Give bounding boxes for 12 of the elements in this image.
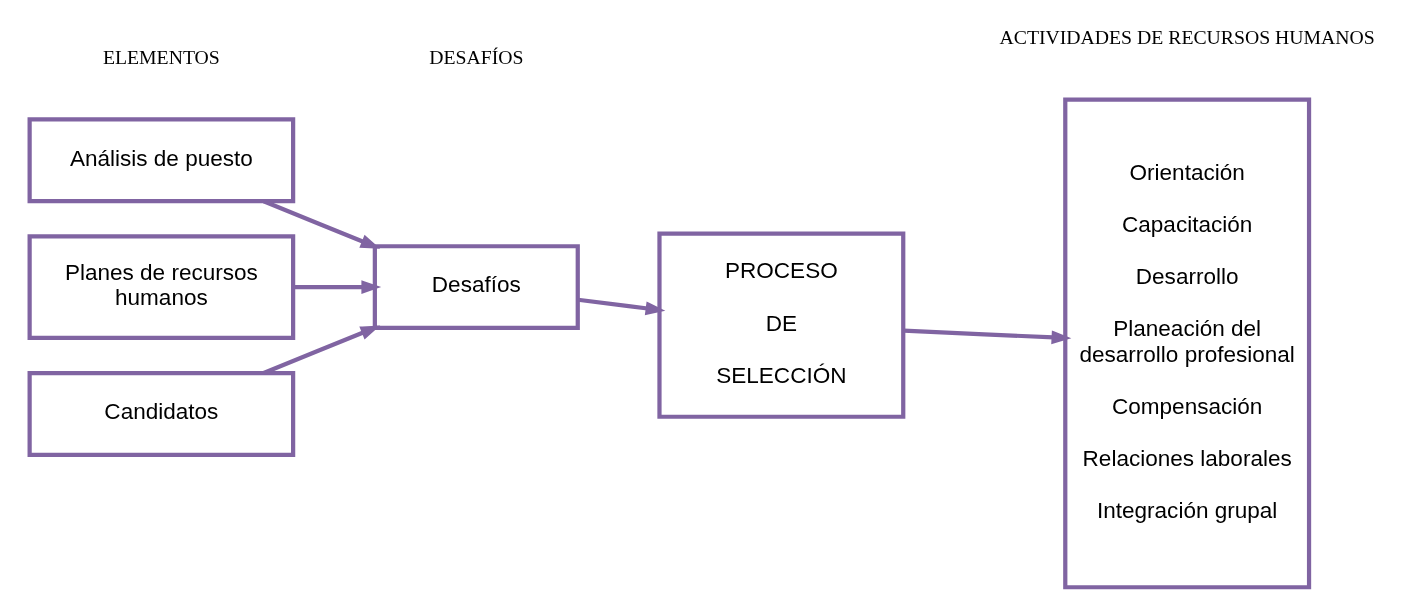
node-box: Candidatos bbox=[27, 370, 296, 457]
arrow bbox=[903, 328, 1072, 345]
arrow bbox=[293, 280, 382, 295]
label: ACTIVIDADES DE RECURSOS HUMANOS bbox=[999, 26, 1375, 49]
node-box: Desafíos bbox=[372, 244, 580, 331]
arrow bbox=[577, 297, 666, 316]
node-box: PROCESO DE SELECCIÓN bbox=[657, 231, 906, 419]
node-box: Planes de recursos humanos bbox=[27, 234, 296, 340]
label: ELEMENTOS bbox=[102, 46, 220, 69]
node-box: Orientación Capacitación Desarrollo Planeación del desarrollo profesional Compensación Relaciones laborales Integración grupal bbox=[1063, 97, 1312, 590]
label: DESAFÍOS bbox=[429, 46, 524, 69]
node-box: Análisis de puesto bbox=[27, 117, 296, 204]
